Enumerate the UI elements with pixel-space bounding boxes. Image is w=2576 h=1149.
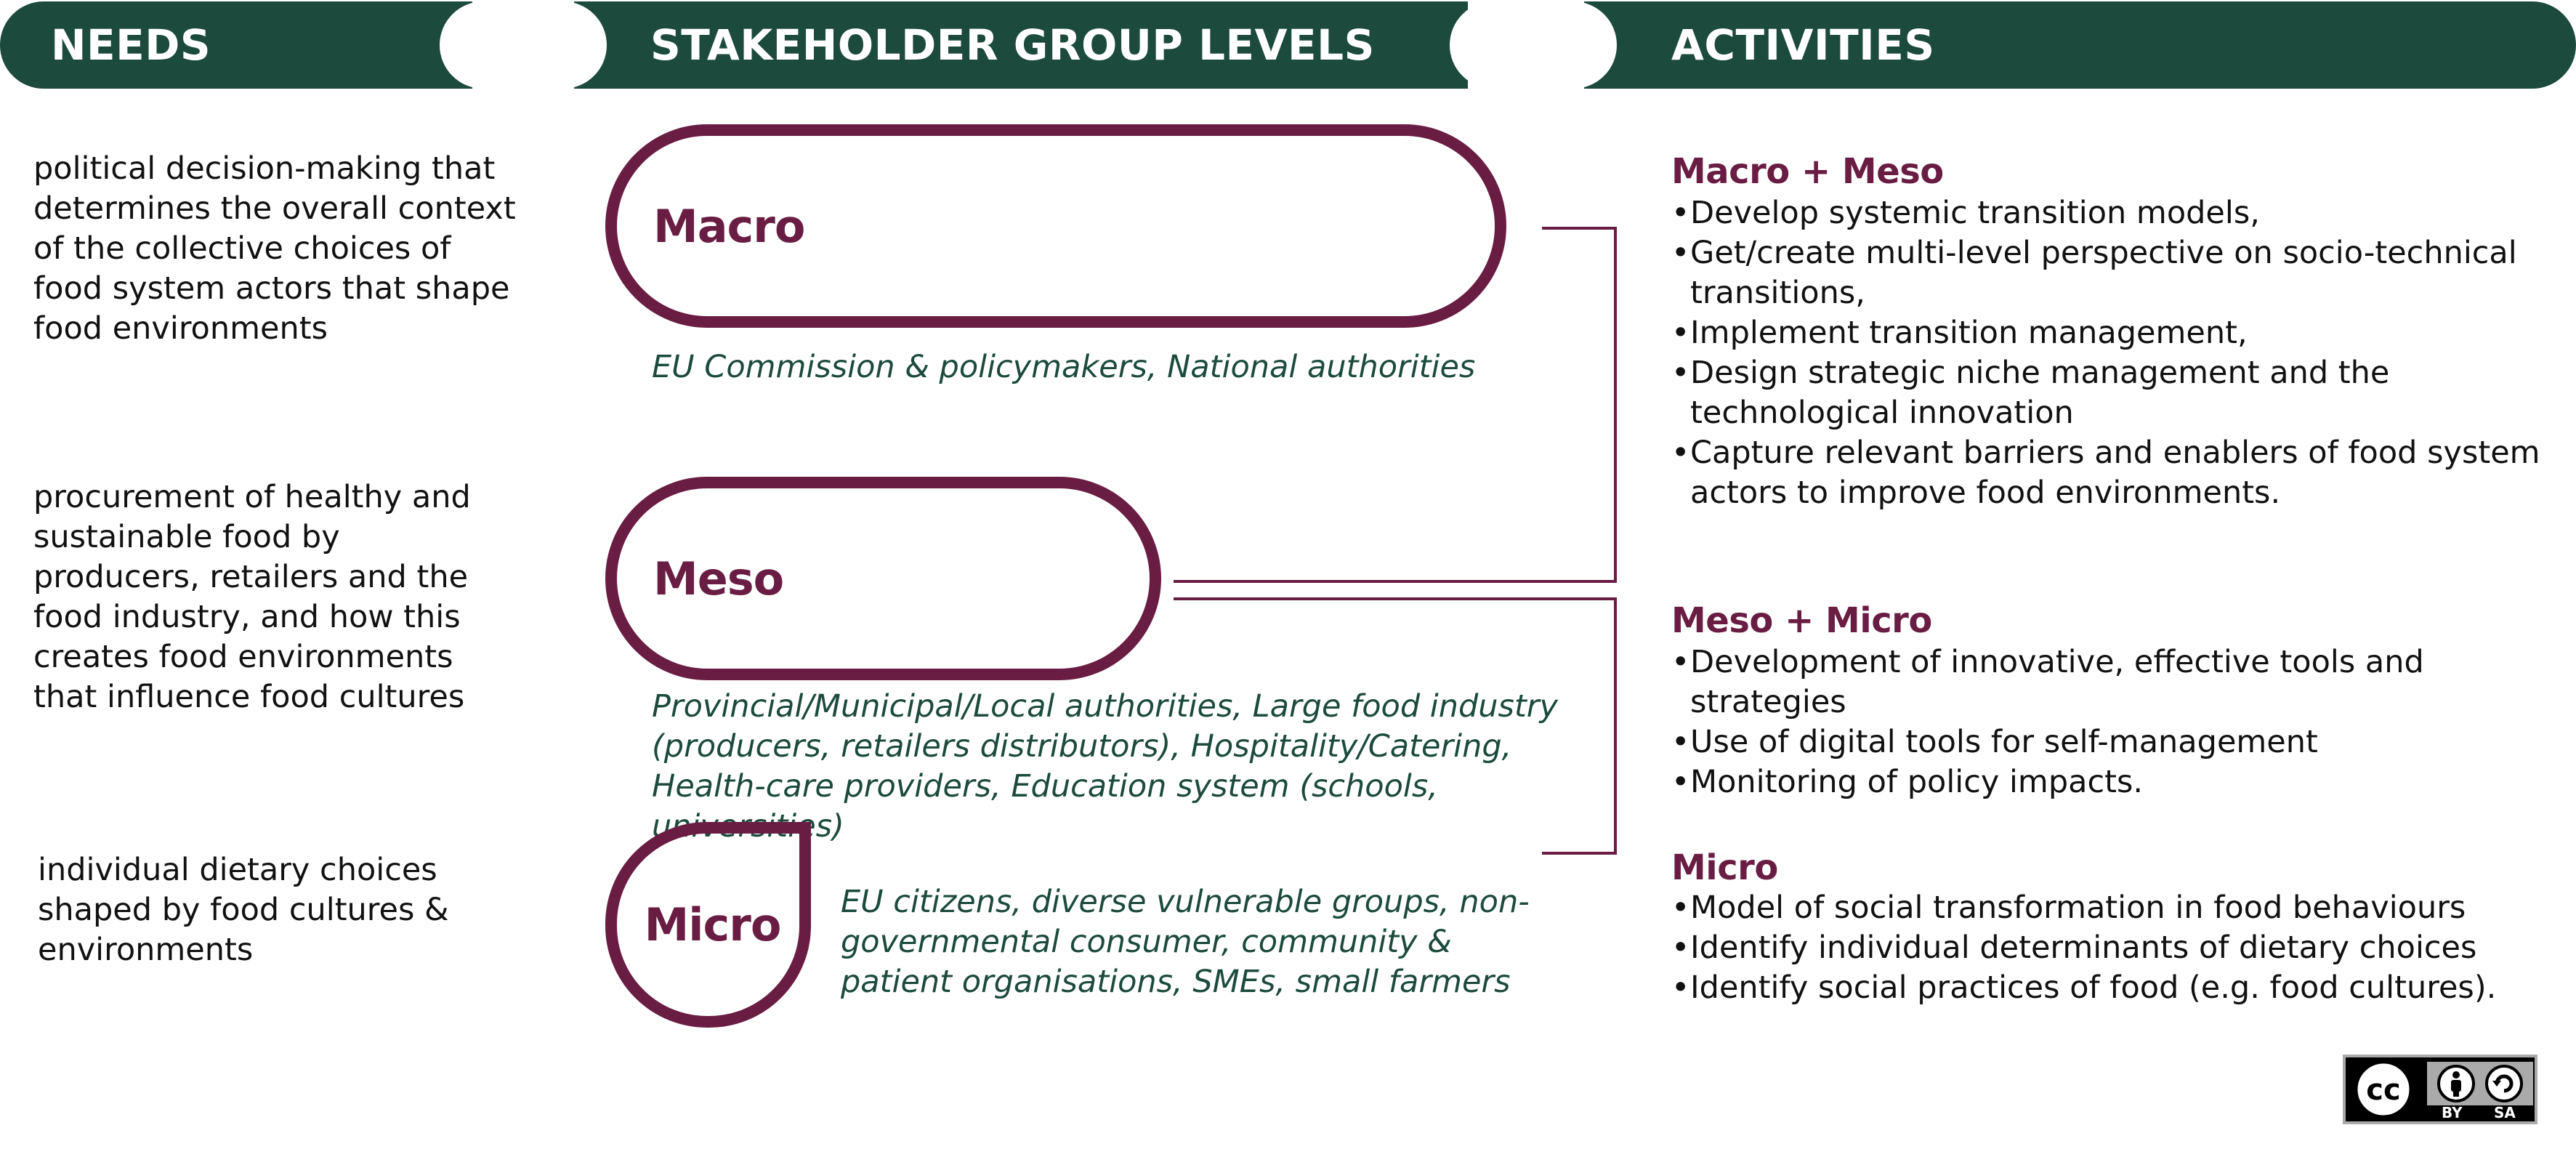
- creative-commons-icon: cc: [2354, 1060, 2413, 1119]
- license-sa-label: SA: [2494, 1104, 2516, 1121]
- activities-header-title: ACTIVITIES: [1671, 20, 1935, 70]
- header-notch-left: [440, 1, 607, 89]
- micro-stakeholders: EU citizens, diverse vulnerable groups, …: [841, 884, 1530, 1000]
- list-item: Capture relevant barriers and enablers o…: [1671, 433, 2565, 513]
- share-alike-icon: [2485, 1065, 2523, 1102]
- macro-level-label: Macro: [653, 199, 805, 253]
- needs-header-title: NEEDS: [51, 20, 211, 70]
- list-item: Get/create multi-level perspective on so…: [1671, 233, 2565, 313]
- list-item: Identify social practices of food (e.g. …: [1671, 968, 2565, 1008]
- activities-header: ACTIVITIES: [1584, 1, 2576, 89]
- macro-stakeholders: EU Commission & policymakers, National a…: [652, 349, 1476, 385]
- list-item: Monitoring of policy impacts.: [1671, 762, 2565, 802]
- activities-micro-title: Micro: [1671, 847, 1778, 888]
- attribution-icon: [2437, 1065, 2475, 1102]
- micro-level-label: Micro: [644, 898, 782, 951]
- license-by-label: BY: [2442, 1104, 2463, 1121]
- list-item: Development of innovative, effective too…: [1671, 642, 2565, 722]
- list-item: Model of social transformation in food b…: [1671, 888, 2565, 928]
- list-item: Use of digital tools for self-management: [1671, 722, 2565, 762]
- activities-macro-meso-title: Macro + Meso: [1671, 151, 1944, 192]
- meso-level-label: Meso: [653, 552, 784, 605]
- activities-micro-list: Model of social transformation in food b…: [1671, 888, 2565, 1008]
- needs-header: NEEDS: [0, 1, 472, 89]
- activities-meso-micro-list: Development of innovative, effective too…: [1671, 642, 2565, 802]
- list-item: Implement transition management,: [1671, 313, 2565, 353]
- macro-meso-bracket: [1174, 227, 1617, 583]
- need-meso: procurement of healthy and sustainable f…: [33, 479, 471, 715]
- activities-meso-micro-title: Meso + Micro: [1671, 600, 1932, 641]
- cc-by-sa-license-badge: cc BY SA: [2343, 1055, 2537, 1124]
- need-micro: individual dietary choices shaped by foo…: [38, 852, 449, 968]
- list-item: Develop systemic transition models,: [1671, 193, 2565, 233]
- cc-text: cc: [2366, 1073, 2400, 1107]
- activities-macro-meso-list: Develop systemic transition models, Get/…: [1671, 193, 2565, 513]
- meso-micro-bracket: [1174, 597, 1617, 855]
- header-notch-right: [1450, 1, 1617, 89]
- levels-header-title: STAKEHOLDER GROUP LEVELS: [650, 20, 1375, 70]
- list-item: Identify individual determinants of diet…: [1671, 928, 2565, 968]
- list-item: Design strategic niche management and th…: [1671, 353, 2565, 433]
- need-macro: political decision-making that determine…: [33, 150, 516, 347]
- levels-header: STAKEHOLDER GROUP LEVELS: [574, 1, 1468, 89]
- meso-stakeholders: Provincial/Municipal/Local authorities, …: [652, 688, 1558, 844]
